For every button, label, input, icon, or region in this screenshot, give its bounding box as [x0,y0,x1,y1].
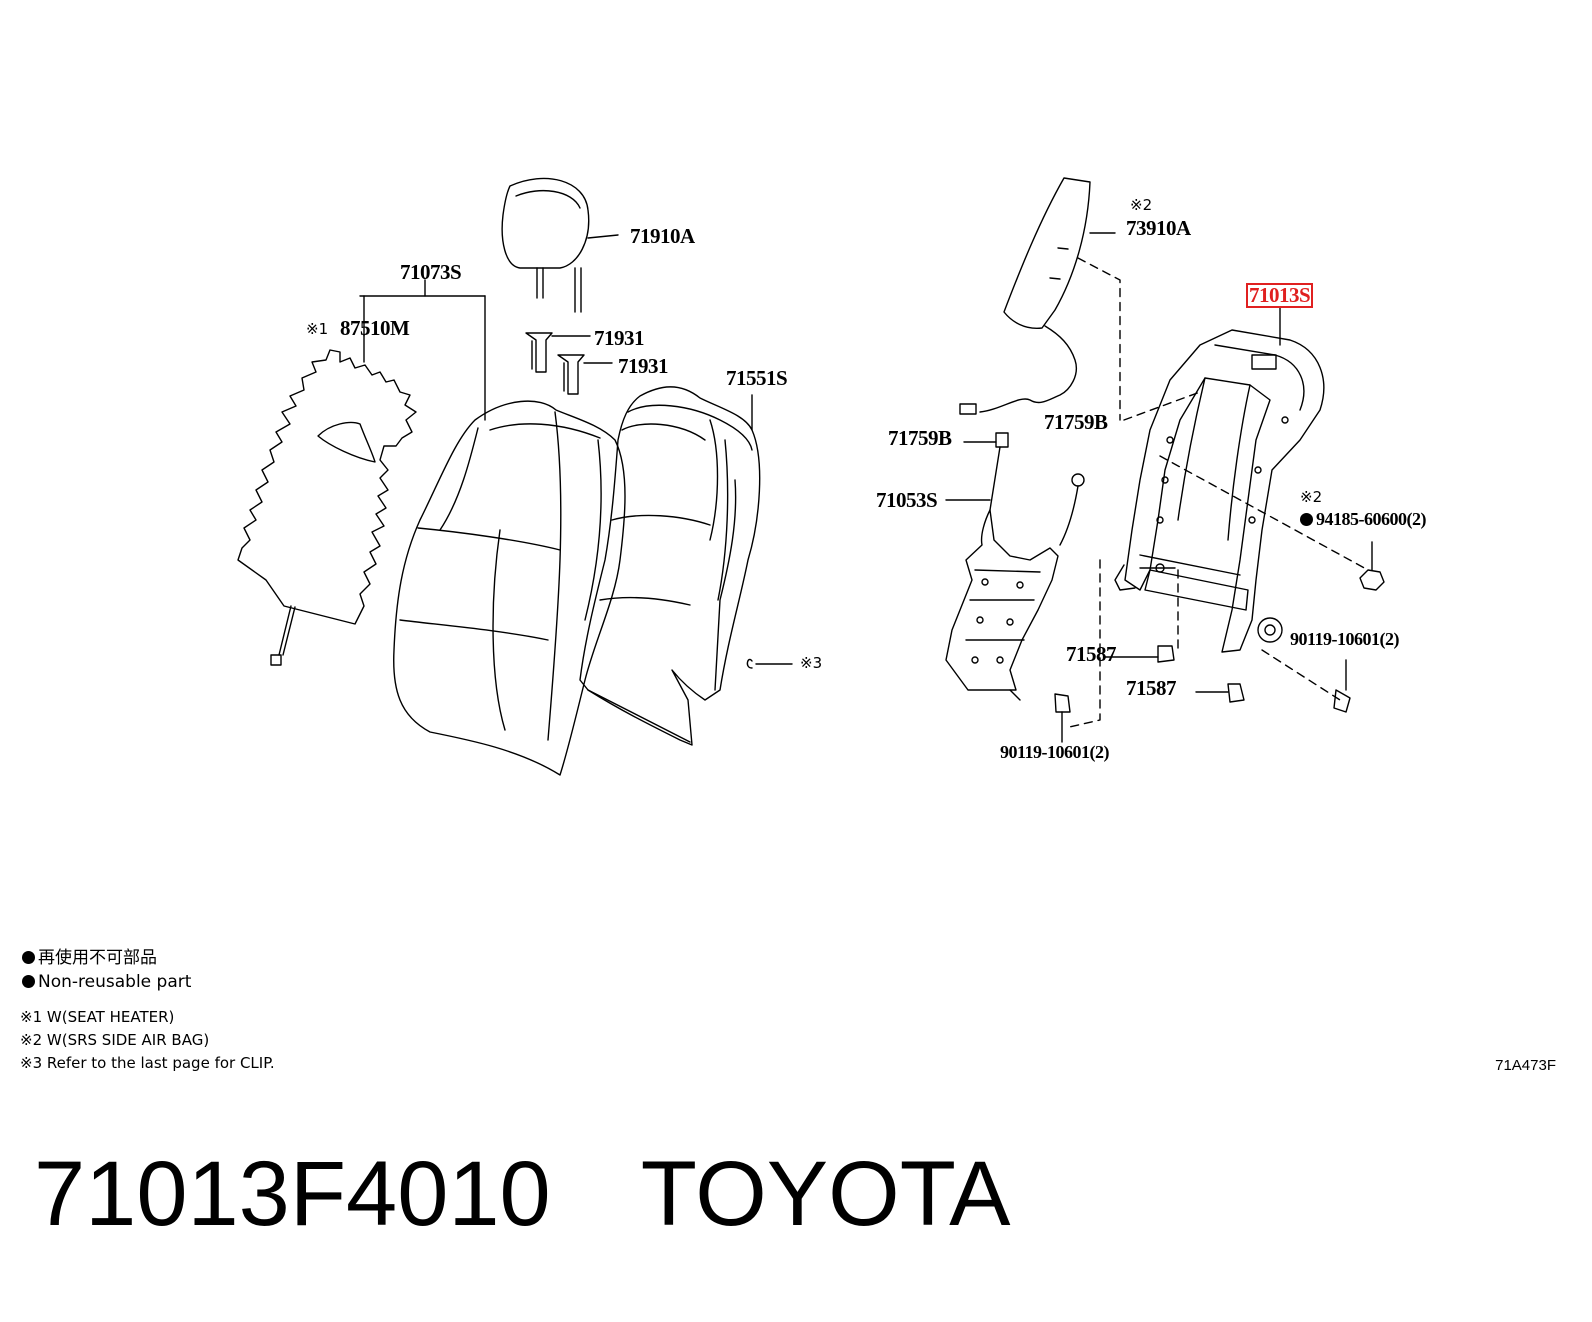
headrest-drawing [501,177,619,313]
label-frame-highlighted: 71013S [1246,283,1314,308]
note-2: ※2 W(SRS SIDE AIR BAG) [20,1031,210,1049]
marker-heater: ※1 [306,320,329,338]
headrest-guides-drawing [525,332,613,395]
marker-nut: ※2 [1300,488,1323,506]
label-sensor-left: 71759B [888,426,952,450]
bullet-icon [22,975,35,988]
label-clip-1: 71587 [1066,642,1117,666]
label-nut: 94185-60600(2) [1300,510,1426,528]
marker-clip-ref: ※3 [800,654,823,672]
label-guide-2: 71931 [618,354,669,378]
label-headrest: 71910A [630,224,695,248]
note-1: ※1 W(SEAT HEATER) [20,1008,175,1026]
label-heater: 87510M [340,316,410,340]
label-nut-text: 94185-60600(2) [1316,509,1426,529]
label-bolt-bottom: 90119-10601(2) [1000,742,1110,762]
bullet-icon [22,951,35,964]
legend-non-reusable-jp: 再使用不可部品 [22,950,157,967]
legend-en-text: Non-reusable part [38,972,192,992]
label-lumbar: 71053S [876,488,938,512]
lumbar-support-drawing [945,391,1201,701]
part-number: 71013F4010 [34,1143,551,1245]
fasteners-drawing [1054,541,1385,743]
marker-airbag: ※2 [1130,196,1153,214]
seat-back-frame-drawing [1064,306,1369,729]
seat-heater-drawing [237,334,417,666]
side-airbag-drawing [959,177,1121,421]
seat-back-pad-drawing [579,386,793,746]
seat-back-cover-drawing [359,279,626,776]
label-airbag: 73910A [1126,216,1191,240]
label-clip-2: 71587 [1126,676,1177,700]
legend-jp-text: 再使用不可部品 [38,948,157,968]
label-back-cover: 71073S [400,260,462,284]
label-sensor-right: 71759B [1044,410,1108,434]
brand-name: TOYOTA [640,1143,1011,1245]
diagram-code: 71A473F [1495,1057,1556,1074]
legend-non-reusable-en: Non-reusable part [22,974,191,991]
label-bolt-right: 90119-10601(2) [1290,629,1400,649]
note-3: ※3 Refer to the last page for CLIP. [20,1054,275,1072]
non-reusable-bullet-icon [1300,513,1313,526]
label-guide-1: 71931 [594,326,645,350]
label-back-pad: 71551S [726,366,788,390]
